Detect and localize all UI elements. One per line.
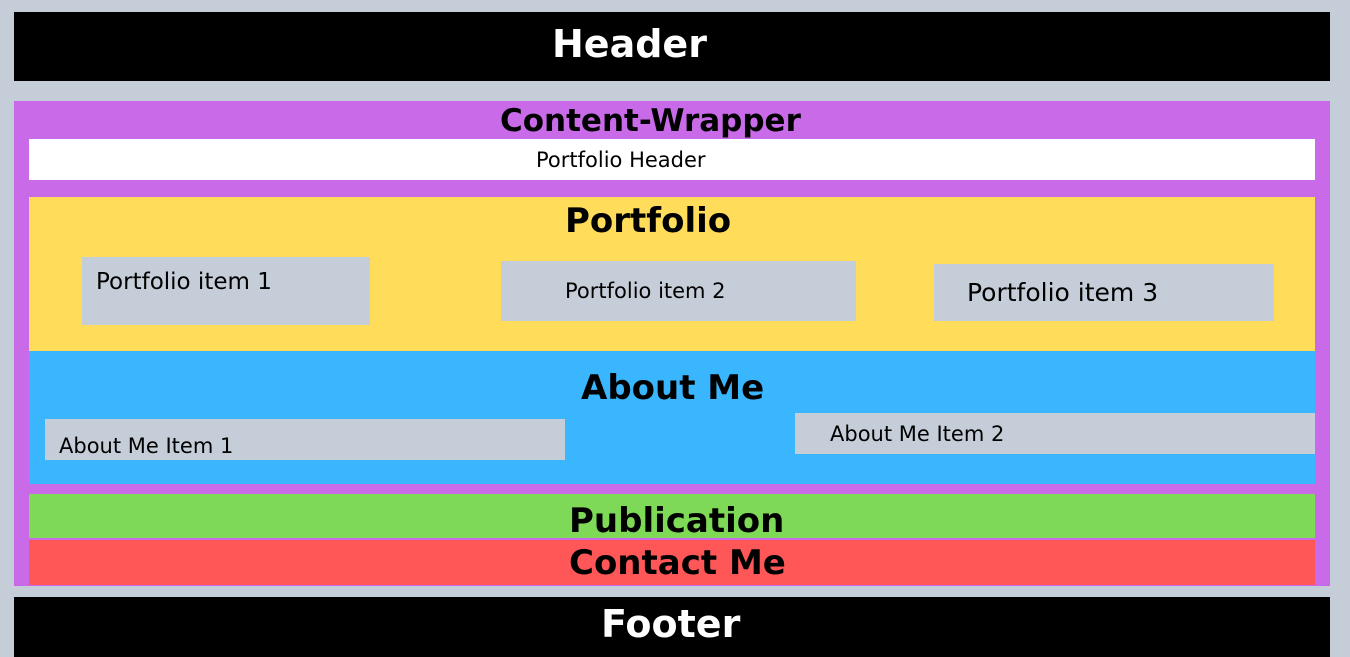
about-me-item-2: About Me Item 2	[795, 413, 1315, 454]
portfolio-item-1: Portfolio item 1	[82, 257, 370, 325]
portfolio-item-2-label: Portfolio item 2	[565, 279, 726, 303]
footer-block: Footer	[14, 597, 1330, 657]
content-wrapper-title: Content-Wrapper	[500, 103, 801, 139]
portfolio-item-1-label: Portfolio item 1	[96, 269, 272, 295]
content-wrapper-label: Content-Wrapper	[14, 103, 1330, 139]
header-label: Header	[552, 21, 707, 66]
about-me-item-2-label: About Me Item 2	[830, 421, 1005, 446]
contact-me-block: Contact Me	[29, 540, 1315, 585]
portfolio-header-label: Portfolio Header	[536, 147, 706, 172]
portfolio-header-block: Portfolio Header	[29, 139, 1315, 180]
portfolio-item-2: Portfolio item 2	[501, 261, 856, 321]
contact-me-label: Contact Me	[569, 542, 786, 583]
portfolio-title: Portfolio	[29, 200, 1315, 242]
about-me-item-1: About Me Item 1	[45, 419, 565, 460]
about-me-title: About Me	[29, 366, 1315, 410]
about-me-title-text: About Me	[581, 368, 765, 408]
portfolio-item-3-label: Portfolio item 3	[967, 278, 1159, 307]
header-block: Header	[14, 12, 1330, 81]
portfolio-item-3: Portfolio item 3	[934, 264, 1274, 321]
publication-label: Publication	[569, 501, 785, 541]
portfolio-title-text: Portfolio	[565, 201, 732, 241]
about-me-item-1-label: About Me Item 1	[59, 433, 234, 458]
footer-label: Footer	[601, 602, 741, 646]
publication-block: Publication	[29, 494, 1315, 541]
